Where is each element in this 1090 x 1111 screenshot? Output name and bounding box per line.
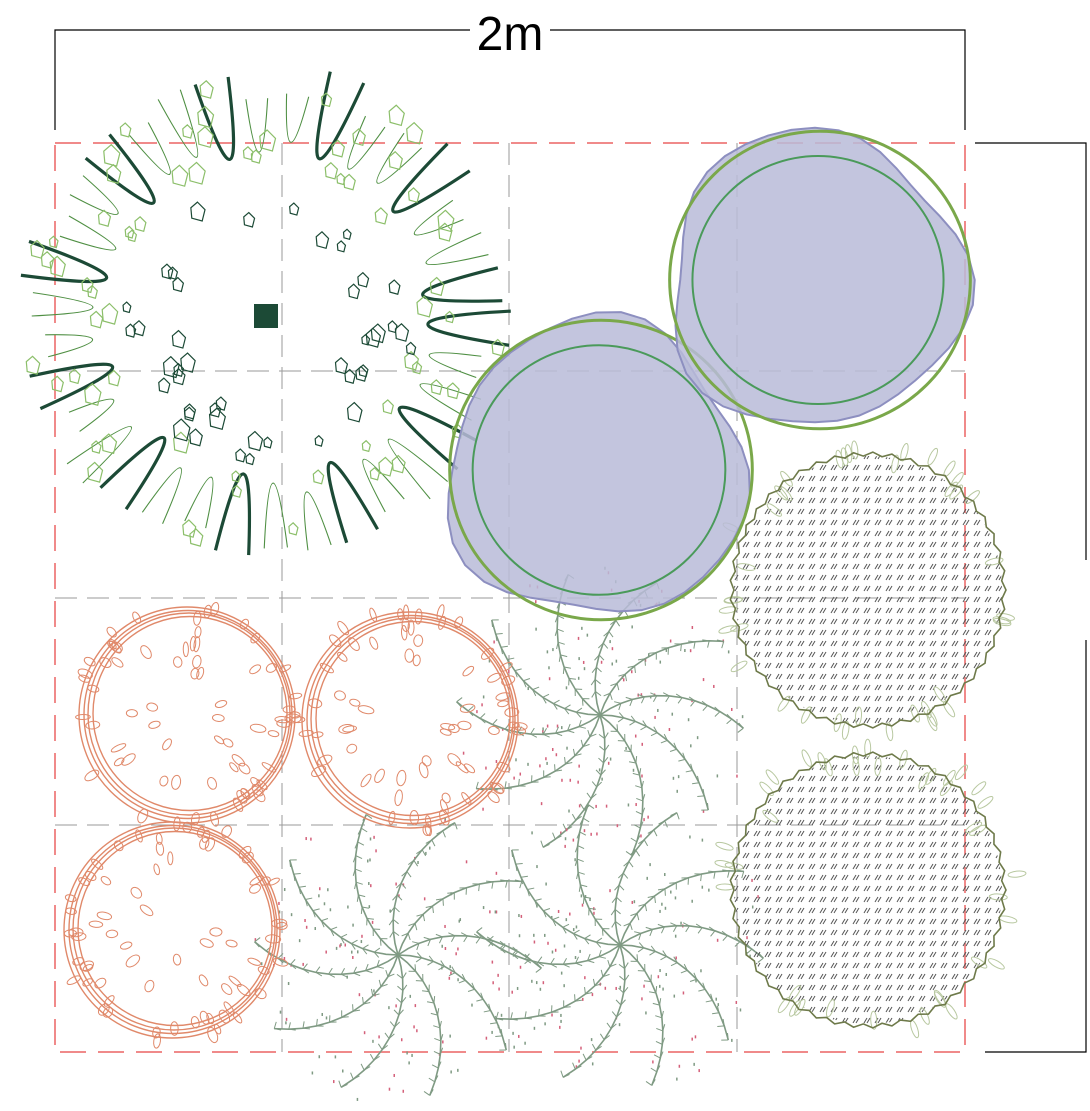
spiky-rosette-plant — [20, 71, 511, 556]
top-dimension-label: 2m — [477, 8, 544, 61]
blue-blob-shrub-icon — [446, 311, 754, 622]
fern-starburst-icon — [254, 814, 542, 1101]
orange-ring-plant-icon — [63, 812, 289, 1049]
orange-ring-plant-icon — [291, 604, 528, 837]
hatched-round-plant-icon — [714, 738, 1027, 1039]
hatched-round-plant-icon — [718, 440, 1015, 742]
fern-starburst-icon — [476, 804, 764, 1086]
right-dimension: 2m — [975, 142, 1090, 1053]
blue-blob-shrub-icon — [668, 126, 976, 431]
spiky-rosette-icon — [20, 71, 511, 556]
hatched-plants — [714, 440, 1027, 1039]
orange-ring-plants — [63, 601, 528, 1049]
blue-blob-shrubs — [446, 126, 976, 622]
orange-ring-plant-icon — [75, 601, 303, 833]
top-dimension: 2m — [54, 8, 966, 130]
